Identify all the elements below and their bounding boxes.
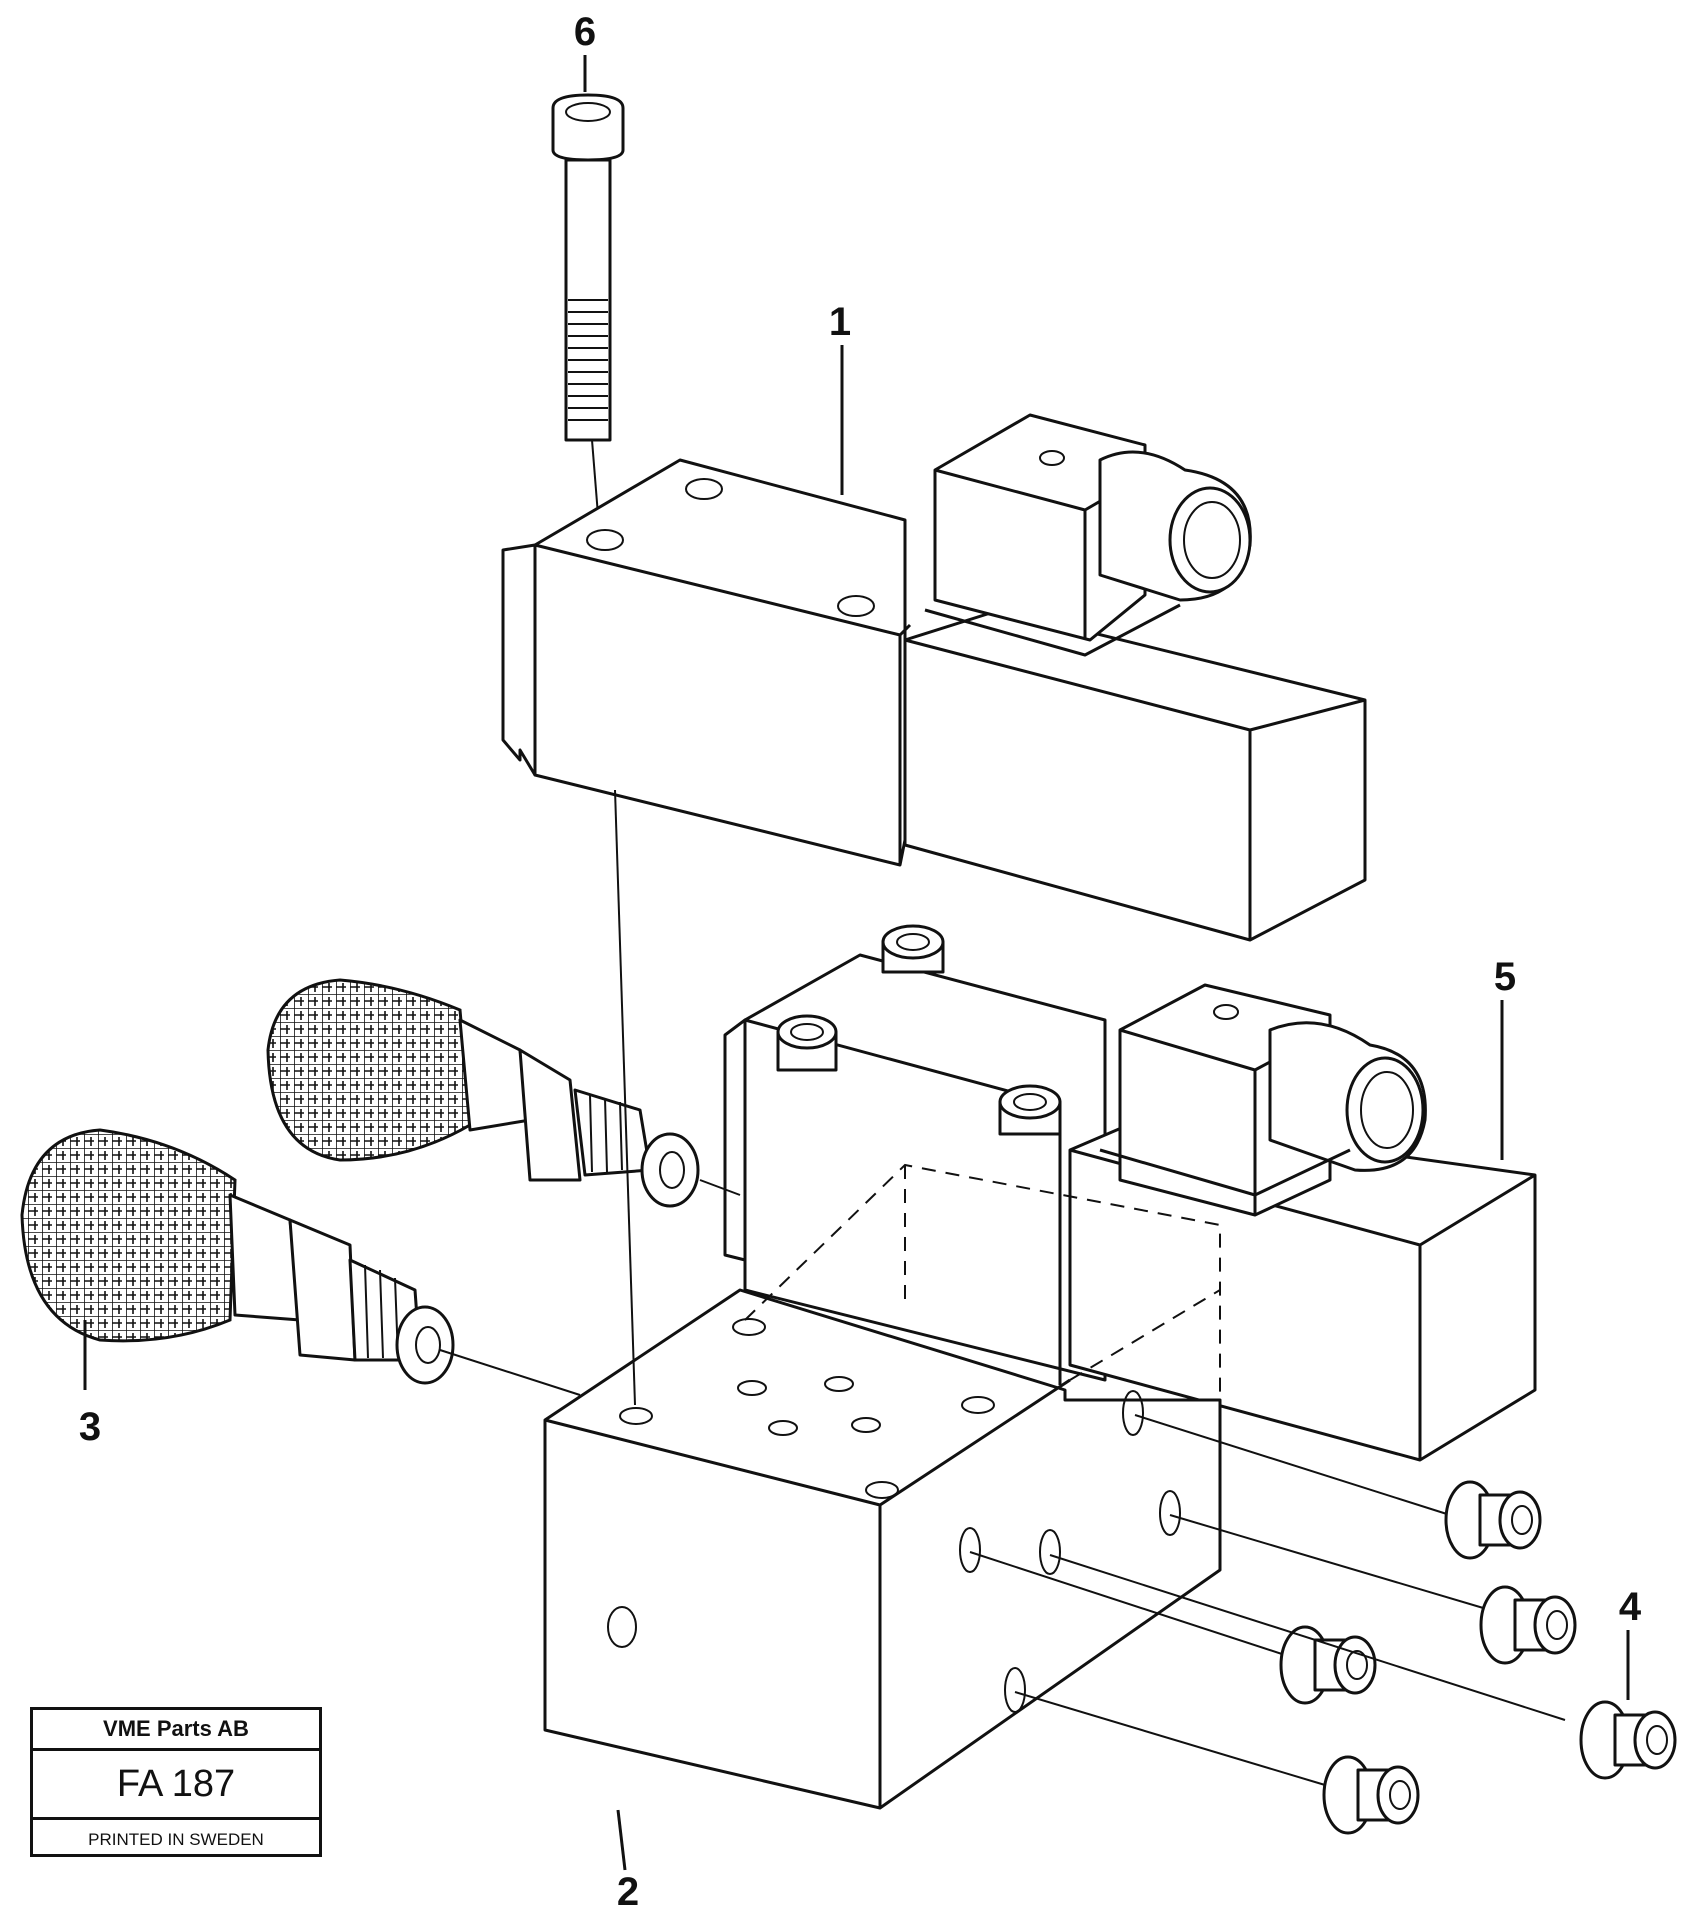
- cap-screw-part-6[interactable]: [551, 93, 625, 541]
- title-block: VME Parts AB FA 187 PRINTED IN SWEDEN: [30, 1707, 322, 1857]
- plug-part-4-b[interactable]: [1169, 1514, 1577, 1665]
- title-block-code: FA 187: [33, 1751, 319, 1820]
- bolt-head-left: [776, 1014, 838, 1072]
- plug-part-4-e[interactable]: [1014, 1691, 1420, 1835]
- callout-4[interactable]: 4: [1619, 1585, 1642, 1629]
- manifold-block-part-2[interactable]: [543, 1163, 1222, 1810]
- assembly-line: [614, 789, 636, 1406]
- callout-1[interactable]: 1: [829, 300, 851, 344]
- callout-3[interactable]: 3: [79, 1405, 101, 1449]
- title-block-company: VME Parts AB: [33, 1710, 319, 1751]
- bolt-head-front: [998, 1084, 1062, 1136]
- callout-2[interactable]: 2: [617, 1870, 639, 1913]
- plug-part-4-c[interactable]: [969, 1551, 1377, 1705]
- plug-part-4-a[interactable]: [1134, 1414, 1542, 1560]
- callout-5[interactable]: 5: [1494, 955, 1516, 999]
- solenoid-valve-part-1[interactable]: [501, 413, 1367, 942]
- coupling-part-3-upper[interactable]: [266, 978, 741, 1208]
- plug-part-4-d[interactable]: [1049, 1554, 1677, 1780]
- title-block-footer: PRINTED IN SWEDEN: [88, 1830, 264, 1849]
- coupling-part-3-lower[interactable]: [20, 1128, 581, 1396]
- leader-2: [616, 1809, 627, 1871]
- bolt-head-rear: [881, 924, 945, 974]
- callout-6[interactable]: 6: [574, 10, 596, 54]
- solenoid-valve-part-5[interactable]: [723, 924, 1537, 1462]
